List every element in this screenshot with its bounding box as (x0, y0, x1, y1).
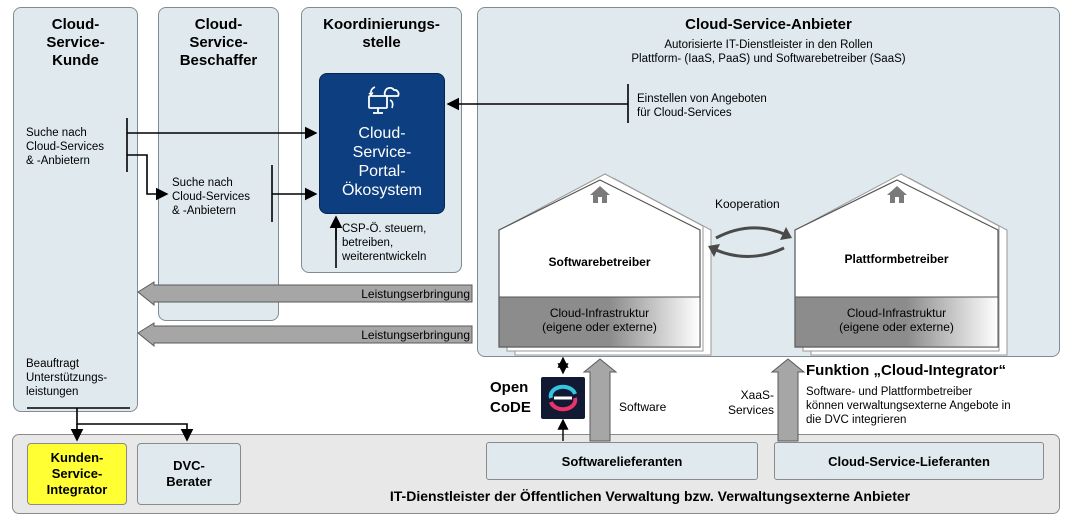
dvc-berater-box: DVC- Berater (137, 443, 241, 505)
plattformbetreiber-label: Plattformbetreiber (844, 252, 949, 266)
software-suppliers-box: Softwarelieferanten (486, 442, 758, 480)
cooperation-label: Kooperation (715, 197, 780, 211)
kunde-assigns-text: Beauftragt Unterstützungs- leistungen (26, 358, 108, 398)
kunde-to-beschaffer-arrow (127, 154, 169, 201)
delivery-arrow-2 (137, 322, 473, 348)
platform-infra-label: Cloud-Infrastruktur (eigene oder externe… (839, 306, 954, 334)
kunde-search-text: Suche nach Cloud-Services & -Anbietern (26, 127, 104, 167)
delivery-arrow-1 (137, 281, 473, 307)
delivery-label-2: Leistungserbringung (361, 328, 470, 342)
cloud-service-portal-box[interactable]: Cloud- Service- Portal- Ökosystem (319, 73, 445, 214)
software-arrow (582, 358, 618, 442)
software-arrow-label: Software (619, 400, 667, 414)
cloud-suppliers-box: Cloud-Service-Lieferanten (774, 442, 1044, 480)
cycle-arrows-icon (708, 226, 792, 259)
beschaffer-search-text: Suche nach Cloud-Services & -Anbietern (172, 177, 250, 217)
panel-cloud-service-kunde: Cloud- Service- Kunde (13, 7, 138, 412)
house-icon (887, 186, 907, 203)
anbieter-title: Cloud-Service-Anbieter (685, 16, 852, 33)
xaas-arrow-label: XaaS- Services (727, 388, 774, 417)
beschaffer-title: Cloud- Service- Beschaffer (179, 16, 258, 69)
integrator-title: Funktion „Cloud-Integrator“ (806, 362, 1006, 379)
softwarebetreiber-label: Softwarebetreiber (548, 255, 651, 269)
opencode-logo-icon (541, 377, 585, 419)
bottom-title: IT-Dienstleister der Öffentlichen Verwal… (389, 488, 911, 504)
kunden-service-integrator-box: Kunden- Service- Integrator (27, 443, 127, 505)
kunde-title: Cloud- Service- Kunde (46, 16, 105, 69)
panel-cloud-service-beschaffer: Cloud- Service- Beschaffer (158, 7, 279, 321)
delivery-label-1: Leistungserbringung (361, 287, 470, 301)
anbieter-subtitle: Autorisierte IT-Dienstleister in den Rol… (631, 39, 906, 65)
softwarebetreiber-house (498, 173, 712, 356)
integrator-text: Software- und Plattformbetreiber können … (806, 386, 1011, 426)
offers-text: Einstellen von Angeboten für Cloud-Servi… (637, 93, 767, 119)
software-infra-label: Cloud-Infrastruktur (eigene oder externe… (542, 306, 657, 334)
koordinierung-steer-text: CSP-Ö. steuern, betreiben, weiterentwick… (342, 223, 427, 263)
plattformbetreiber-house (794, 173, 1008, 356)
house-icon (590, 186, 610, 203)
cloud-computer-icon (366, 82, 402, 121)
koordinierung-title: Koordinierungs- stelle (323, 16, 440, 51)
portal-label: Cloud- Service- Portal- Ökosystem (341, 125, 422, 199)
opencode-label: Open CoDE (490, 379, 531, 416)
xaas-arrow (770, 358, 806, 442)
